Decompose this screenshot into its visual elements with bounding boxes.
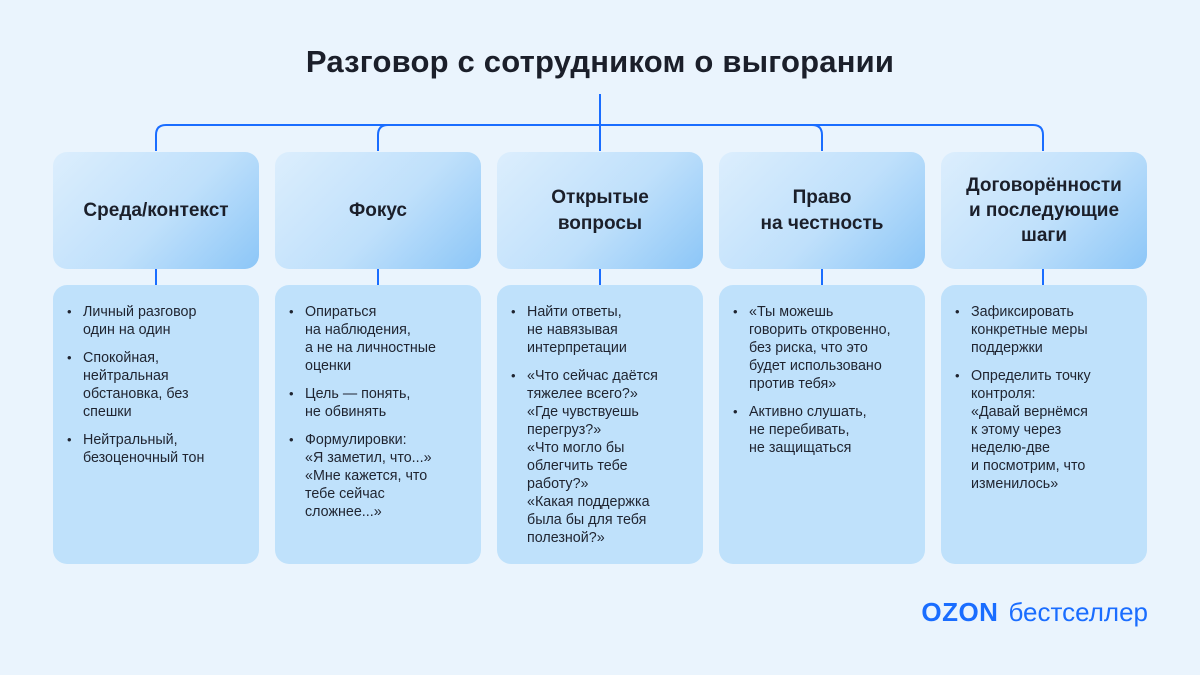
- bullet-line: полезной?»: [527, 530, 605, 546]
- brand-logo: OZON бестселлер: [921, 597, 1148, 628]
- bullet-item: «Что сейчас даётся тяжелее всего?» «Где чу…: [509, 367, 691, 547]
- page-title: Разговор с сотрудником о выгорании: [305, 44, 895, 79]
- bullet-item: Найти ответы, не навязывая интерпретации: [509, 303, 691, 357]
- bullet-line: «Я заметил, что...»: [305, 450, 432, 466]
- bullet-line: «Какая поддержка: [527, 494, 650, 510]
- bullet-line: Определить точку: [971, 368, 1091, 384]
- bullet-line: оценки: [305, 358, 352, 374]
- bullet-line: контроля:: [971, 386, 1036, 402]
- bullet-item: Спокойная, нейтральная обстановка, без спеш…: [65, 349, 247, 421]
- bullet-line: тебе сейчас: [305, 486, 385, 502]
- column-details: Найти ответы, не навязывая интерпретации «Ч…: [497, 285, 703, 564]
- heading-line: Договорённости: [966, 174, 1122, 196]
- column-heading: Открытые вопросы: [497, 152, 703, 269]
- bullet-line: «Что могло бы: [527, 440, 625, 456]
- bullet-line: «Что сейчас даётся: [527, 368, 658, 384]
- heading-line: Среда/контекст: [83, 199, 229, 221]
- bullet-item: Активно слушать, не перебивать, не защищат…: [731, 403, 913, 457]
- bullet-list: Личный разговор один на одинСпокойная, ней…: [65, 303, 247, 467]
- bullet-line: Нейтральный,: [83, 432, 178, 448]
- heading-line: и последующие: [968, 199, 1120, 221]
- heading-line: вопросы: [557, 212, 643, 234]
- bullet-line: Активно слушать,: [749, 404, 867, 420]
- bullet-item: Личный разговор один на один: [65, 303, 247, 339]
- bullet-line: Личный разговор: [83, 304, 197, 320]
- bullet-line: сложнее...»: [305, 504, 382, 520]
- bullet-line: «Где чувствуешь: [527, 404, 639, 420]
- bullet-line: Зафиксировать: [971, 304, 1074, 320]
- bullet-line: Спокойная,: [83, 350, 159, 366]
- bullet-line: к этому через: [971, 422, 1062, 438]
- bullet-list: «Ты можешь говорить откровенно, без риска,…: [731, 303, 913, 457]
- bullet-line: а не на личностные: [305, 340, 437, 356]
- bullet-line: поддержки: [971, 340, 1043, 356]
- bullet-line: Формулировки:: [305, 432, 407, 448]
- bullet-line: Опираться: [305, 304, 377, 320]
- bullet-item: «Ты можешь говорить откровенно, без риска,…: [731, 303, 913, 393]
- bullet-line: Цель — понять,: [305, 386, 411, 402]
- bullet-line: облегчить тебе: [527, 458, 628, 474]
- column-details: Опираться на наблюдения, а не на личностны…: [275, 285, 481, 564]
- bullet-line: не навязывая: [527, 322, 618, 338]
- bullet-line: против тебя»: [749, 376, 837, 392]
- bullet-line: Найти ответы,: [527, 304, 622, 320]
- bullet-line: не перебивать,: [749, 422, 850, 438]
- bullet-line: не обвинять: [305, 404, 387, 420]
- bullet-line: «Давай вернёмся: [971, 404, 1088, 420]
- heading-line: шаги: [1021, 225, 1067, 247]
- bullet-line: безоценочный тон: [83, 450, 205, 466]
- column-details: Личный разговор один на одинСпокойная, ней…: [53, 285, 259, 564]
- bullet-line: «Мне кажется, что: [305, 468, 428, 484]
- bullet-line: неделю-две: [971, 440, 1050, 456]
- heading-line: на честность: [760, 212, 884, 234]
- bullet-list: Найти ответы, не навязывая интерпретации «Ч…: [509, 303, 691, 547]
- bullet-list: Опираться на наблюдения, а не на личностны…: [287, 303, 469, 521]
- bullet-item: Цель — понять, не обвинять: [287, 385, 469, 421]
- bullet-item: Формулировки: «Я заметил, что...» «Мне каж…: [287, 431, 469, 521]
- bullet-item: Зафиксировать конкретные меры поддержки: [953, 303, 1135, 357]
- bullet-line: конкретные меры: [971, 322, 1088, 338]
- bullet-line: говорить откровенно,: [749, 322, 891, 338]
- bullet-line: работу?»: [527, 476, 589, 492]
- bullet-line: нейтральная: [83, 368, 169, 384]
- column-details: «Ты можешь говорить откровенно, без риска,…: [719, 285, 925, 564]
- bullet-line: «Ты можешь: [749, 304, 834, 320]
- bullet-item: Опираться на наблюдения, а не на личностны…: [287, 303, 469, 375]
- bullet-line: один на один: [83, 322, 171, 338]
- heading-line: Право: [792, 187, 852, 209]
- column-heading: Фокус: [275, 152, 481, 269]
- heading-line: Фокус: [349, 199, 407, 221]
- bullet-line: интерпретации: [527, 340, 627, 356]
- bullet-line: и посмотрим, что: [971, 458, 1086, 474]
- logo-caption: бестселлер: [1008, 597, 1148, 627]
- column-details: Зафиксировать конкретные меры поддержкиОпр…: [941, 285, 1147, 564]
- bullet-line: обстановка, без: [83, 386, 189, 402]
- connector-drop-2: [377, 124, 389, 151]
- connector-drop-4: [811, 124, 823, 151]
- column-heading: Договорённости и последующие шаги: [941, 152, 1147, 269]
- bullet-line: на наблюдения,: [305, 322, 411, 338]
- bullet-line: изменилось»: [971, 476, 1059, 492]
- bullet-line: перегруз?»: [527, 422, 602, 438]
- column-heading: Право на честность: [719, 152, 925, 269]
- bullet-line: будет использовано: [749, 358, 882, 374]
- heading-line: Открытые: [551, 187, 649, 209]
- bullet-line: спешки: [83, 404, 132, 420]
- bullet-list: Зафиксировать конкретные меры поддержкиОпр…: [953, 303, 1135, 493]
- bullet-item: Нейтральный, безоценочный тон: [65, 431, 247, 467]
- bullet-line: тяжелее всего?»: [527, 386, 638, 402]
- bullet-line: была бы для тебя: [527, 512, 647, 528]
- ozon-logo: OZON: [921, 597, 999, 627]
- bullet-line: не защищаться: [749, 440, 852, 456]
- bullet-line: без риска, что это: [749, 340, 868, 356]
- bullet-item: Определить точку контроля: «Давай вернёмся…: [953, 367, 1135, 493]
- column-heading: Среда/контекст: [53, 152, 259, 269]
